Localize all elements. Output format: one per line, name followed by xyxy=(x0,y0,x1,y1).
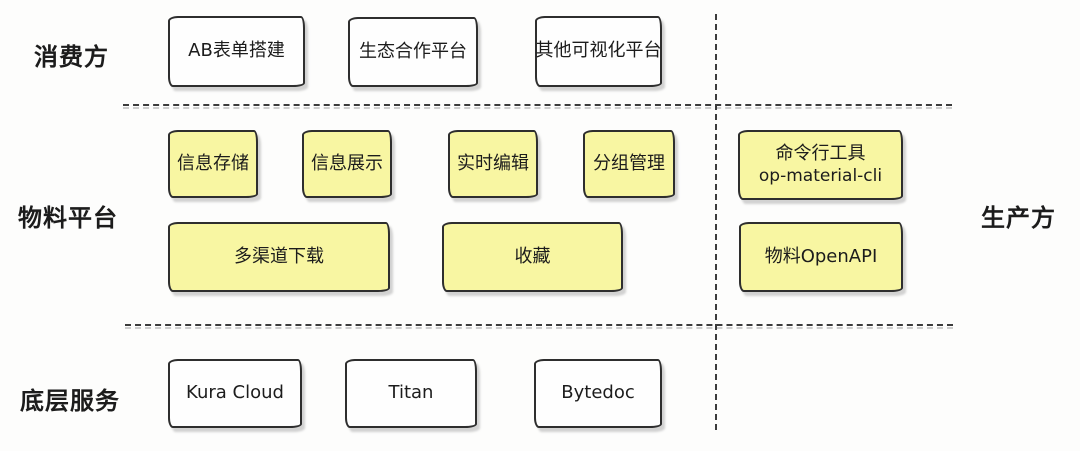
box-group-management: 分组管理 xyxy=(583,130,675,198)
divider-platform-infra xyxy=(125,324,953,331)
box-other-visual-platform: 其他可视化平台 xyxy=(535,16,662,87)
box-multichannel-download: 多渠道下载 xyxy=(168,222,390,292)
box-info-display: 信息展示 xyxy=(302,130,392,198)
cli-tool-label-cn: 命令行工具 xyxy=(775,143,866,165)
box-titan: Titan xyxy=(345,359,477,428)
row-label-consumer: 消费方 xyxy=(34,43,109,71)
box-kura-cloud: Kura Cloud xyxy=(168,359,302,428)
divider-consumer-platform xyxy=(123,104,952,111)
box-ecosystem-platform: 生态合作平台 xyxy=(348,17,478,87)
box-ab-form-builder: AB表单搭建 xyxy=(168,16,305,87)
row-label-producer: 生产方 xyxy=(981,204,1056,232)
divider-producer-vertical xyxy=(715,14,717,430)
box-material-openapi: 物料OpenAPI xyxy=(739,222,903,292)
box-cli-tool: 命令行工具 op-material-cli xyxy=(738,130,903,200)
box-realtime-edit: 实时编辑 xyxy=(448,130,538,198)
row-label-infra: 底层服务 xyxy=(20,387,120,415)
box-bytedoc: Bytedoc xyxy=(534,359,662,428)
row-label-material-platform: 物料平台 xyxy=(18,204,118,232)
cli-tool-label-en: op-material-cli xyxy=(758,165,883,186)
box-favorites: 收藏 xyxy=(442,222,623,292)
box-info-storage: 信息存储 xyxy=(168,130,258,198)
